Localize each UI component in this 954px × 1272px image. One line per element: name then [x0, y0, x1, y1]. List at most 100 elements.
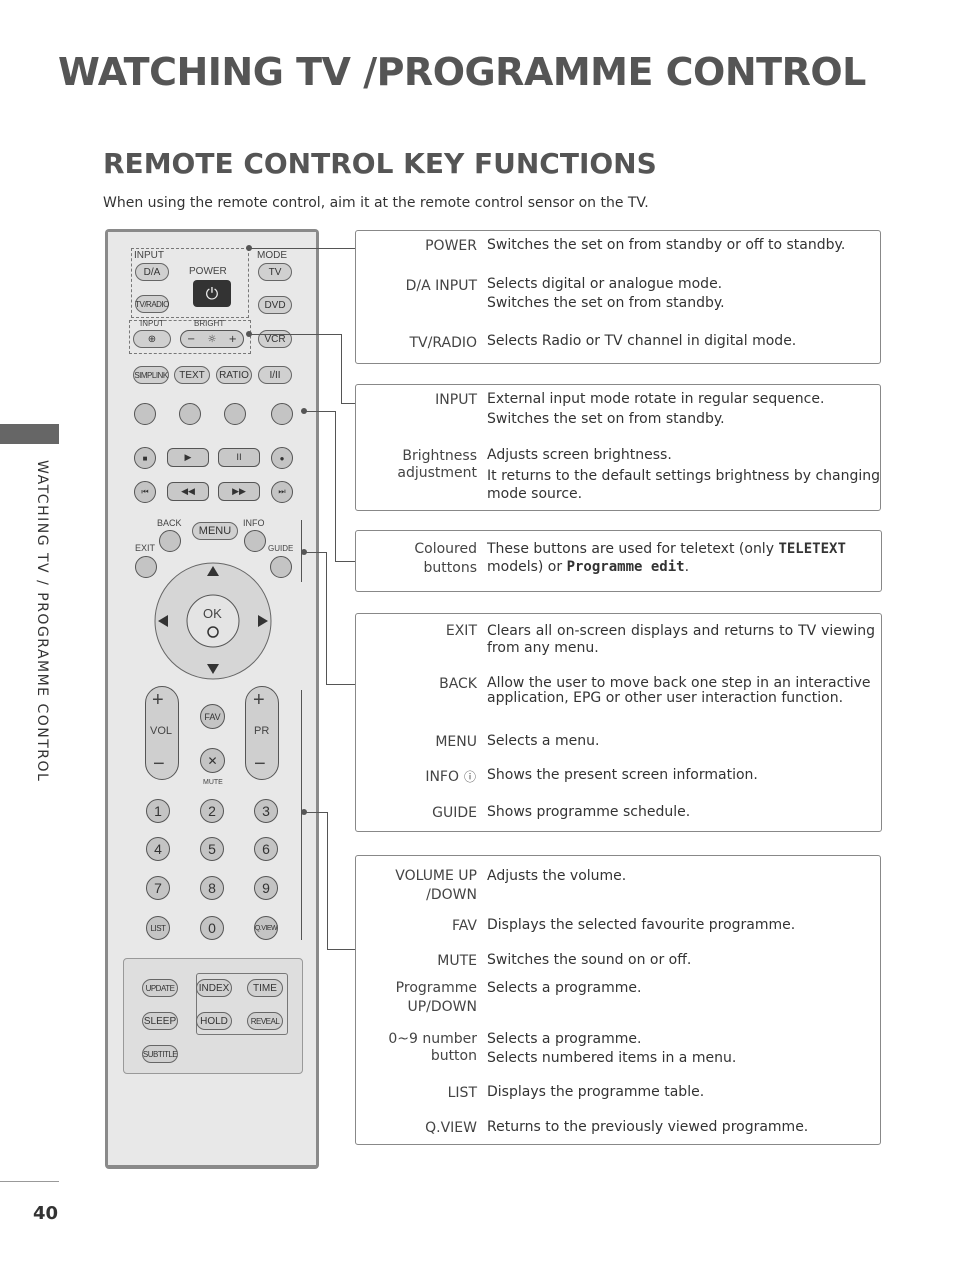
- tvradio-button[interactable]: TV/RADIO: [135, 295, 169, 313]
- vol-label: VOL: [150, 725, 173, 737]
- skip-back-button[interactable]: ⏮: [134, 481, 156, 503]
- direction-pad[interactable]: [152, 560, 274, 682]
- number-button-0[interactable]: 0: [200, 916, 224, 940]
- pause-button[interactable]: II: [218, 448, 260, 467]
- green-button[interactable]: [179, 403, 201, 425]
- ok-button[interactable]: OK: [203, 606, 222, 621]
- update-button[interactable]: UPDATE: [142, 979, 178, 997]
- left-arrow-icon: [158, 615, 168, 627]
- volume-rocker[interactable]: [145, 686, 179, 780]
- sleep-button[interactable]: SLEEP: [142, 1012, 178, 1030]
- fav-button[interactable]: FAV: [200, 704, 225, 729]
- menu-desc: Selects a menu.: [487, 733, 600, 749]
- ratio-button[interactable]: RATIO: [216, 366, 252, 384]
- red-button[interactable]: [134, 403, 156, 425]
- hold-button[interactable]: HOLD: [196, 1012, 232, 1030]
- simplink-button[interactable]: SIMPLINK: [133, 366, 169, 384]
- number-button-9[interactable]: 9: [254, 876, 278, 900]
- connector-line-2b: [341, 334, 342, 404]
- minus-icon: −: [187, 333, 196, 345]
- guide-key: GUIDE: [432, 805, 477, 821]
- back-button[interactable]: [159, 530, 181, 552]
- number-button-1[interactable]: 1: [146, 799, 170, 823]
- tv-mode-button[interactable]: TV: [258, 263, 292, 281]
- text-button[interactable]: TEXT: [174, 366, 210, 384]
- guide-button[interactable]: [270, 556, 292, 578]
- up-arrow-icon: [207, 566, 219, 576]
- stop-button[interactable]: ■: [134, 447, 156, 469]
- back-key: BACK: [439, 676, 477, 692]
- power-key: POWER: [425, 238, 477, 254]
- connector-line-3b: [335, 411, 336, 561]
- input-desc-2: Switches the set on from standby.: [487, 411, 725, 427]
- number-button-4[interactable]: 4: [146, 837, 170, 861]
- i-ii-button[interactable]: I/II: [258, 366, 292, 384]
- volume-programme-box: [355, 855, 881, 1145]
- number-button-5[interactable]: 5: [200, 837, 224, 861]
- menu-button[interactable]: MENU: [192, 522, 238, 540]
- record-button[interactable]: ●: [271, 447, 293, 469]
- volume-desc: Adjusts the volume.: [487, 868, 627, 884]
- navigation-group-box: [355, 613, 882, 832]
- stop-icon: ■: [142, 453, 148, 463]
- yellow-button[interactable]: [224, 403, 246, 425]
- exit-button[interactable]: [135, 556, 157, 578]
- programme-edit-term: Programme edit: [566, 559, 685, 575]
- fast-forward-button[interactable]: ▶▶: [218, 482, 260, 501]
- reveal-button[interactable]: REVEAL: [247, 1012, 283, 1030]
- connector-line-4a: [304, 552, 326, 553]
- list-button[interactable]: LIST: [146, 916, 170, 940]
- number-key-1: 0~9 number: [388, 1031, 477, 1047]
- vcr-mode-button[interactable]: VCR: [258, 330, 292, 348]
- number-key-2: button: [430, 1048, 477, 1064]
- guide-label: GUIDE: [268, 544, 294, 553]
- da-input-key: D/A INPUT: [405, 278, 477, 294]
- info-key: INFO: [425, 769, 459, 785]
- index-button[interactable]: INDEX: [196, 979, 232, 997]
- connector-bracket-5: [301, 690, 302, 940]
- power-group-box: [355, 230, 881, 364]
- coloured-key-1: Coloured: [414, 541, 477, 557]
- power-button[interactable]: ⏻: [193, 280, 231, 307]
- skip-forward-button[interactable]: ⏭: [271, 481, 293, 503]
- qview-button[interactable]: Q.VIEW: [254, 916, 278, 940]
- input-button[interactable]: ⊕: [133, 330, 171, 348]
- mute-icon: ✕: [207, 753, 218, 768]
- number-button-6[interactable]: 6: [254, 837, 278, 861]
- power-label: POWER: [189, 266, 227, 277]
- pr-minus-icon: −: [254, 753, 266, 775]
- menu-key: MENU: [435, 734, 477, 750]
- play-button[interactable]: ▶: [167, 448, 209, 467]
- blue-button[interactable]: [271, 403, 293, 425]
- power-icon: ⏻: [205, 283, 219, 303]
- time-button[interactable]: TIME: [247, 979, 283, 997]
- dvd-mode-button[interactable]: DVD: [258, 296, 292, 314]
- number-button-3[interactable]: 3: [254, 799, 278, 823]
- skip-back-icon: ⏮: [141, 487, 149, 496]
- subtitle-button[interactable]: SUBTITLE: [142, 1045, 178, 1063]
- qview-key: Q.VIEW: [425, 1120, 477, 1136]
- connector-line-1: [249, 248, 355, 249]
- number-button-2[interactable]: 2: [200, 799, 224, 823]
- brightness-rocker[interactable]: − ☼ +: [180, 330, 244, 348]
- programme-rocker[interactable]: [245, 686, 279, 780]
- record-icon: ●: [279, 453, 285, 463]
- da-button[interactable]: D/A: [135, 263, 169, 281]
- pr-plus-icon: +: [253, 689, 265, 711]
- mute-label: MUTE: [203, 779, 223, 786]
- input-small-label: INPUT: [140, 319, 164, 328]
- rewind-icon: ◀◀: [181, 486, 195, 497]
- vol-plus-icon: +: [152, 689, 164, 711]
- section-title: REMOTE CONTROL KEY FUNCTIONS: [103, 147, 657, 180]
- page-title: WATCHING TV /PROGRAMME CONTROL: [58, 50, 866, 94]
- number-button-8[interactable]: 8: [200, 876, 224, 900]
- connector-dot-5: [301, 809, 307, 815]
- info-button[interactable]: [244, 530, 266, 552]
- mute-button[interactable]: ✕: [200, 748, 225, 773]
- rewind-button[interactable]: ◀◀: [167, 482, 209, 501]
- number-button-7[interactable]: 7: [146, 876, 170, 900]
- tvradio-key: TV/RADIO: [409, 335, 477, 351]
- input-group-outline: [131, 248, 249, 318]
- info-label: INFO: [243, 518, 265, 528]
- page-number: 40: [33, 1203, 59, 1224]
